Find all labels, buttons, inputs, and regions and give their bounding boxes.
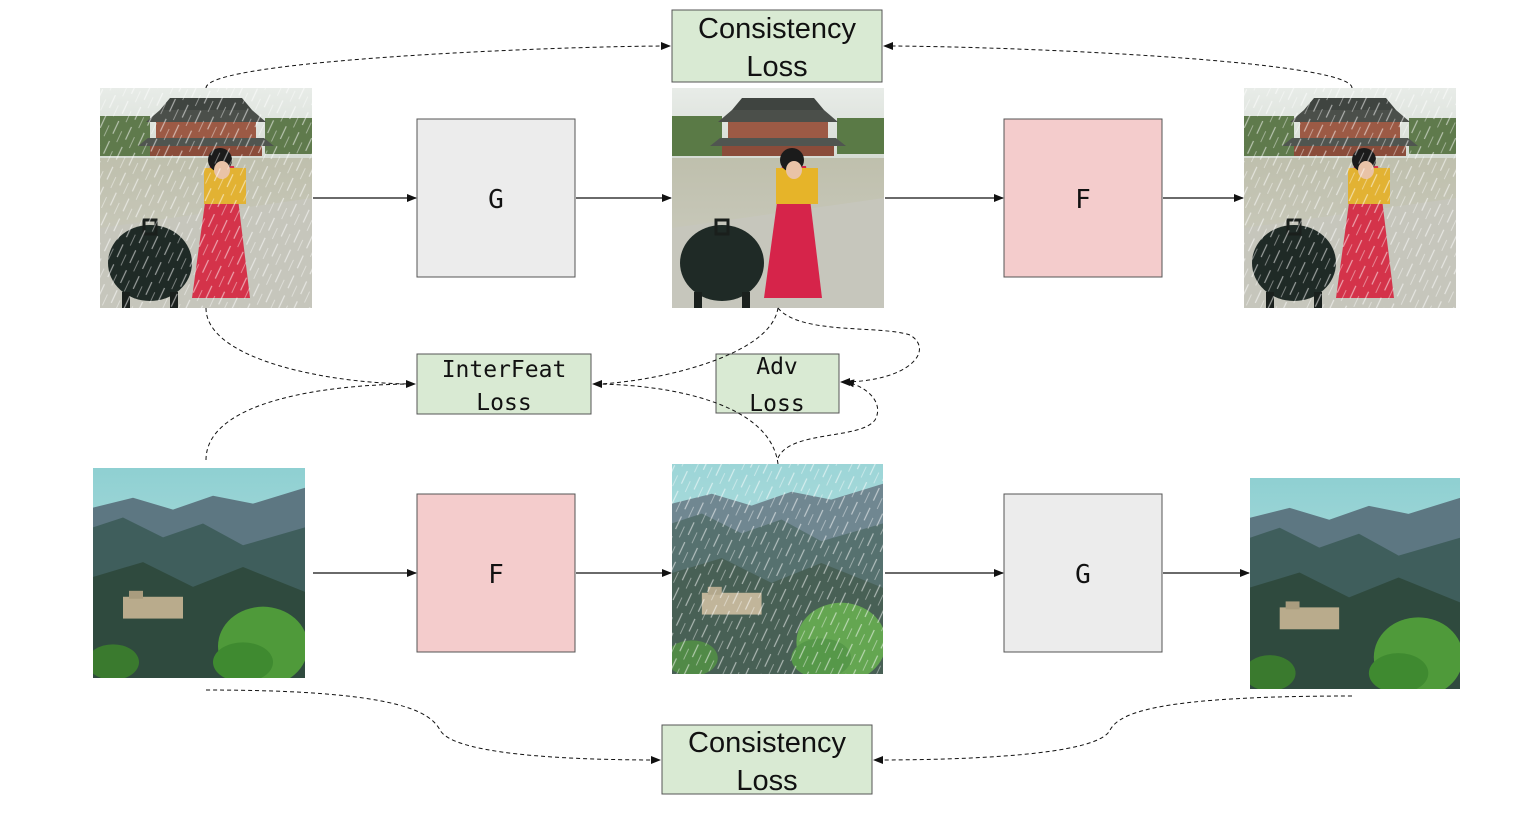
generator-label: F (1075, 185, 1091, 215)
generator-label: F (488, 560, 504, 590)
forward-arrows (313, 194, 1250, 577)
generator-f-top: F (1003, 118, 1163, 278)
loss-label-line2: Loss (749, 391, 804, 417)
rainy-mountain-image (666, 464, 886, 682)
connector-clean-to-bottom-consistency (205, 689, 661, 764)
connector-reconstructed-to-bottom-consistency (873, 695, 1353, 764)
connector-input-to-interfeat (205, 307, 416, 388)
loss-label-line1: Adv (756, 354, 798, 380)
input-clean-mountain-image (93, 468, 305, 678)
loss-label-line2: Loss (746, 51, 807, 83)
generator-f-bottom: F (416, 493, 576, 653)
bottom-consistency-loss-box: Consistency Loss (661, 724, 873, 797)
generator-g-top: G (416, 118, 576, 278)
connector-derained-to-interfeat (592, 307, 779, 388)
connector-input-to-top-consistency (205, 42, 671, 89)
reconstructed-rainy-temple-image (1244, 88, 1456, 308)
interfeat-loss-box: InterFeat Loss (416, 353, 592, 416)
loss-label-line1: InterFeat (442, 357, 567, 383)
loss-label-line2: Loss (476, 390, 531, 416)
generator-label: G (488, 185, 504, 215)
connector-rainy-to-interfeat (592, 383, 779, 465)
loss-label-line1: Consistency (688, 727, 846, 759)
generator-g-bottom: G (1003, 493, 1163, 653)
derained-temple-image (672, 88, 884, 308)
connector-reconstructed-to-top-consistency (883, 42, 1353, 89)
loss-connectors (205, 42, 1353, 764)
generator-label: G (1075, 560, 1091, 590)
connector-clean-to-interfeat (205, 383, 416, 461)
reconstructed-mountain-image (1250, 478, 1460, 689)
loss-label-line1: Consistency (698, 13, 856, 45)
connector-rainy-to-adv (777, 379, 879, 459)
input-rainy-temple-image (100, 88, 312, 308)
top-consistency-loss-box: Consistency Loss (671, 9, 883, 83)
connector-derained-to-adv (777, 307, 920, 386)
loss-label-line2: Loss (736, 765, 797, 797)
adv-loss-box: Adv Loss (715, 353, 840, 417)
